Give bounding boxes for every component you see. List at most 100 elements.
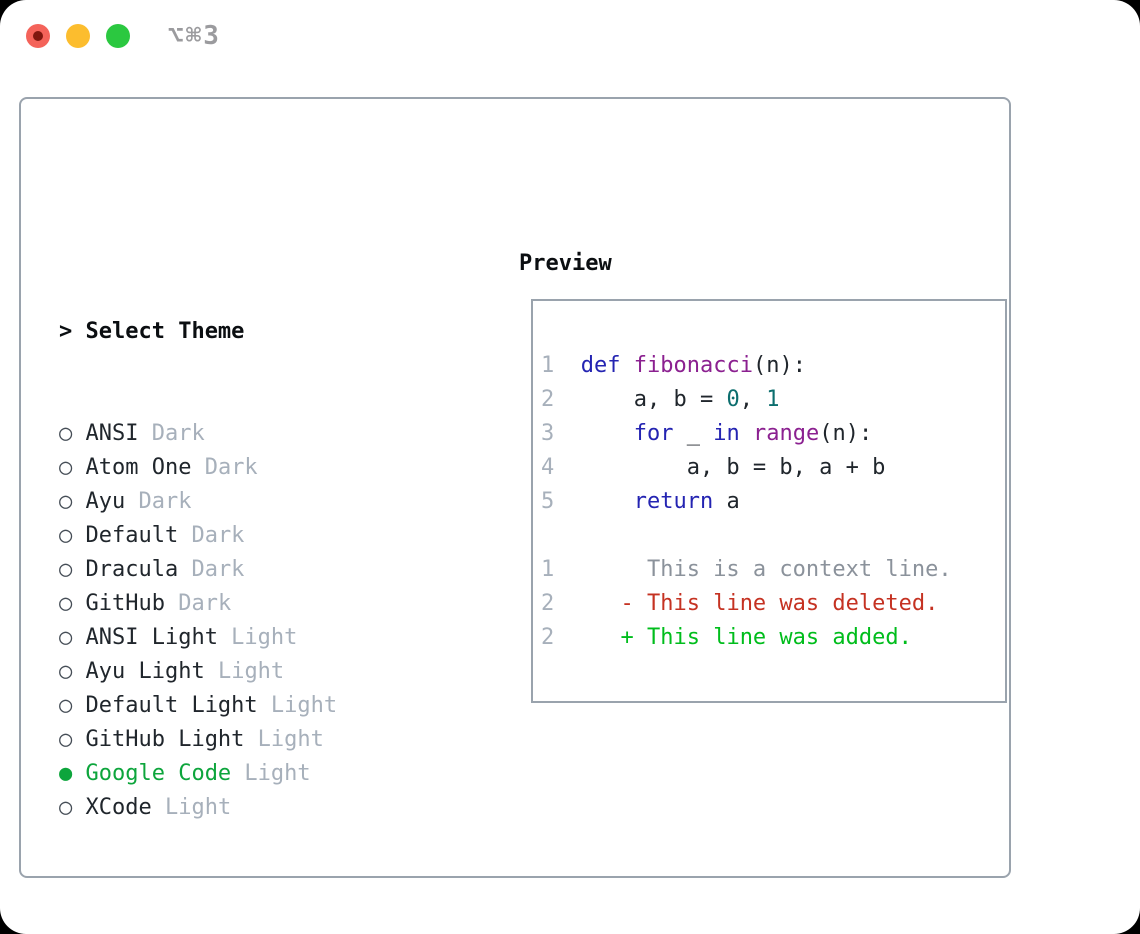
code-token: (n): <box>819 421 873 446</box>
line-number: 4 <box>541 455 555 480</box>
code-line: 2 a, b = 0, 1 <box>541 383 1005 417</box>
code-token: + This line was added. <box>620 625 912 650</box>
theme-name: Atom One <box>85 455 192 480</box>
code-token: a, b = <box>554 387 727 412</box>
radio-icon: ○ <box>59 455 73 480</box>
theme-variant: Light <box>217 625 298 650</box>
radio-icon: ● <box>59 761 73 786</box>
code-line: 5 return a <box>541 485 1005 519</box>
code-line: 4 a, b = b, a + b <box>541 451 1005 485</box>
theme-option-default[interactable]: ○ Default Dark <box>59 519 430 553</box>
line-number: 2 <box>541 625 555 650</box>
theme-option-google-code[interactable]: ● Google Code Light <box>59 757 430 791</box>
code-token <box>554 421 633 446</box>
theme-variant: Dark <box>138 421 205 446</box>
code-token: def <box>580 353 621 378</box>
spacer <box>59 893 430 927</box>
radio-icon: ○ <box>59 591 73 616</box>
theme-name: Google Code <box>85 761 232 786</box>
code-line: 3 for _ in range(n): <box>541 417 1005 451</box>
theme-name: ANSI Light <box>85 625 218 650</box>
theme-option-github-light[interactable]: ○GitHub Light Light <box>59 723 430 757</box>
radio-icon: ○ <box>59 795 73 820</box>
theme-variant: Dark <box>191 455 258 480</box>
code-line <box>541 519 1005 553</box>
theme-name: Ayu <box>85 489 126 514</box>
theme-option-atom-one[interactable]: ○ Atom One Dark <box>59 451 430 485</box>
select-theme-label: Select Theme <box>85 319 245 344</box>
preview-header: Preview <box>519 251 612 276</box>
radio-icon: ○ <box>59 557 73 582</box>
theme-variant: Light <box>151 795 232 820</box>
code-token: range <box>752 421 820 446</box>
theme-name: ANSI <box>85 421 139 446</box>
theme-name: Ayu Light <box>85 659 205 684</box>
theme-option-github[interactable]: ○ GitHub Dark <box>59 587 430 621</box>
line-number: 1 <box>541 557 555 582</box>
code-token: (n): <box>752 353 806 378</box>
line-number: 2 <box>541 387 555 412</box>
code-token <box>554 591 620 616</box>
minimize-button[interactable] <box>66 24 90 48</box>
theme-name: GitHub <box>85 591 165 616</box>
code-token <box>554 489 633 514</box>
code-token: - This line was deleted. <box>620 591 939 616</box>
line-number: 5 <box>541 489 555 514</box>
code-token: , <box>739 387 767 412</box>
code-token: 0 <box>726 387 740 412</box>
theme-option-xcode[interactable]: ○ XCode Light <box>59 791 430 825</box>
theme-option-ansi[interactable]: ○ ANSI Dark <box>59 417 430 451</box>
theme-variant: Dark <box>164 591 232 616</box>
line-number: 2 <box>541 591 555 616</box>
radio-icon: ○ <box>59 489 73 514</box>
code-token: in <box>713 421 740 446</box>
code-token <box>554 353 581 378</box>
focus-prompt-icon: > <box>59 319 73 344</box>
theme-name: Default <box>85 523 179 548</box>
code-token: fibonacci <box>633 353 753 378</box>
window-title: ⌥⌘3 <box>168 21 221 51</box>
theme-options: ○ANSI Dark○Atom One Dark○Ayu Dark○Defaul… <box>59 417 430 825</box>
code-line: 2 + This line was added. <box>541 621 1005 655</box>
close-button[interactable] <box>26 24 50 48</box>
theme-variant: Dark <box>125 489 192 514</box>
theme-name: Dracula <box>85 557 179 582</box>
theme-option-ayu-light[interactable]: ○Ayu Light Light <box>59 655 430 689</box>
code-line: 1 def fibonacci(n): <box>541 349 1005 383</box>
line-number: 3 <box>541 421 555 446</box>
radio-icon: ○ <box>59 625 73 650</box>
theme-name: Default Light <box>85 693 258 718</box>
radio-icon: ○ <box>59 659 73 684</box>
code-line: 1 This is a context line. <box>541 553 1005 587</box>
code-token: a, b = b, a + b <box>554 455 886 480</box>
theme-variant: Dark <box>178 523 245 548</box>
code-line: 2 - This line was deleted. <box>541 587 1005 621</box>
close-dot-icon <box>33 31 43 41</box>
radio-icon: ○ <box>59 421 73 446</box>
theme-option-ansi-light[interactable]: ○ ANSI Light Light <box>59 621 430 655</box>
theme-variant: Light <box>257 693 338 718</box>
code-token: for <box>633 421 674 446</box>
code-token: a <box>713 489 740 514</box>
code-token: 1 <box>766 387 780 412</box>
code-token <box>554 625 620 650</box>
radio-icon: ○ <box>59 523 73 548</box>
code-token: return <box>633 489 714 514</box>
theme-variant: Dark <box>178 557 245 582</box>
select-theme-header: > Select Theme <box>59 315 430 349</box>
theme-option-dracula[interactable]: ○ Dracula Dark <box>59 553 430 587</box>
code-token <box>740 421 753 446</box>
theme-option-default-light[interactable]: ○Default Light Light <box>59 689 430 723</box>
code-token: _ <box>673 421 714 446</box>
code-token: This is a context line. <box>554 557 952 582</box>
theme-selector-panel: > Select Theme ○ ANSI Dark ○ Atom One Dark ○ A… <box>19 97 1011 878</box>
theme-option-ayu[interactable]: ○ Ayu Dark <box>59 485 430 519</box>
zoom-button[interactable] <box>106 24 130 48</box>
radio-icon: ○ <box>59 727 73 752</box>
theme-list-column: > Select Theme ○ ANSI Dark ○ Atom One Dark ○ A… <box>59 247 430 934</box>
theme-variant: Light <box>231 761 311 786</box>
theme-name: GitHub Light <box>85 727 245 752</box>
theme-name: XCode <box>85 795 152 820</box>
